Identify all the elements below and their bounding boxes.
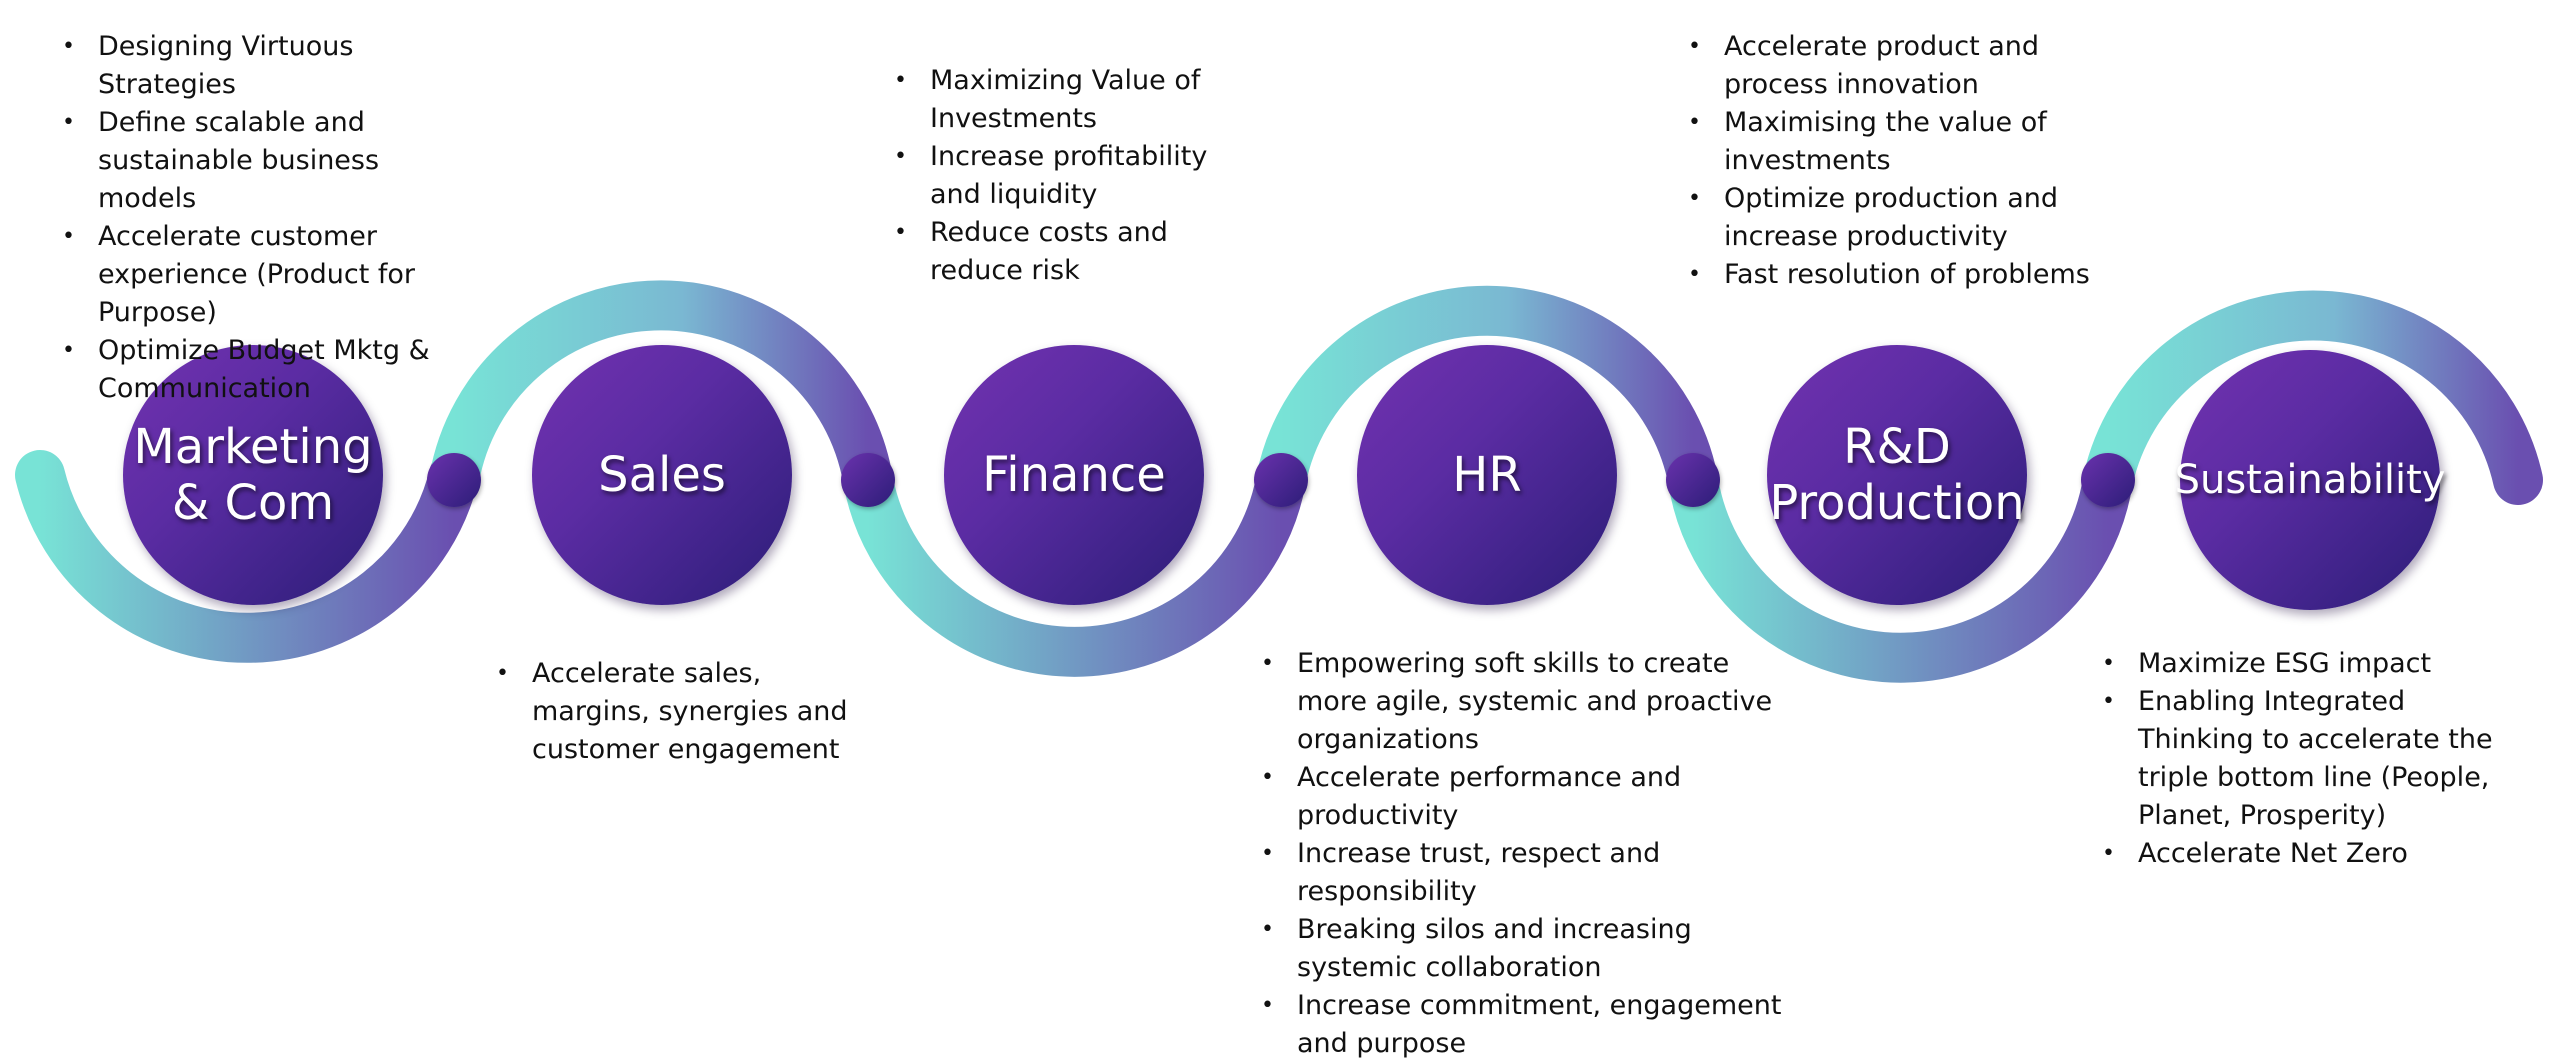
bullet-item: Maximize ESG impact <box>2102 645 2522 683</box>
wave-arc-3 <box>843 455 1306 677</box>
rd-production-bullets: Accelerate product and process innovatio… <box>1688 28 2148 294</box>
stage-circle-rd-production: R&D Production <box>1767 345 2027 605</box>
connector-dot-3 <box>1254 453 1308 507</box>
stage-label-sustainability: Sustainability <box>2174 457 2446 503</box>
wave-arc-2 <box>429 280 893 505</box>
bullet-item: Accelerate Net Zero <box>2102 835 2522 873</box>
sales-bullets: Accelerate sales, margins, synergies and… <box>496 655 886 769</box>
marketing-bullets: Designing Virtuous Strategies Define sca… <box>62 28 462 408</box>
connector-dot-4 <box>1666 453 1720 507</box>
bullet-item: Maximising the value of investments <box>1688 104 2148 180</box>
stage-label-finance: Finance <box>982 447 1166 503</box>
bullet-item: Designing Virtuous Strategies <box>62 28 462 104</box>
bullet-item: Increase profitability and liquidity <box>894 138 1264 214</box>
bullet-item: Accelerate customer experience (Product … <box>62 218 462 332</box>
stage-label-rd-production: R&D Production <box>1769 419 2025 531</box>
stage-label-hr: HR <box>1452 447 1522 503</box>
wave-arc-4 <box>1256 285 1718 505</box>
bullet-item: Breaking silos and increasing systemic c… <box>1261 911 1801 987</box>
bullet-item: Empowering soft skills to create more ag… <box>1261 645 1801 759</box>
bullet-item: Increase commitment, engagement and purp… <box>1261 987 1801 1063</box>
stage-circle-sustainability: Sustainability <box>2175 350 2445 610</box>
stage-circle-finance: Finance <box>944 345 1204 605</box>
bullet-item: Increase trust, respect and responsibili… <box>1261 835 1801 911</box>
stage-circle-hr: HR <box>1357 345 1617 605</box>
bullet-item: Define scalable and sustainable business… <box>62 104 462 218</box>
connector-dot-5 <box>2081 453 2135 507</box>
bullet-item: Accelerate product and process innovatio… <box>1688 28 2148 104</box>
bullet-item: Optimize production and increase product… <box>1688 180 2148 256</box>
stage-label-marketing: Marketing & Com <box>133 419 373 531</box>
bullet-item: Reduce costs and reduce risk <box>894 214 1264 290</box>
stage-label-sales: Sales <box>598 447 726 503</box>
bullet-item: Accelerate sales, margins, synergies and… <box>496 655 886 769</box>
bullet-item: Optimize Budget Mktg & Communication <box>62 332 462 408</box>
connector-dot-2 <box>841 453 895 507</box>
stage-circle-sales: Sales <box>532 345 792 605</box>
bullet-item: Maximizing Value of Investments <box>894 62 1264 138</box>
wave-arc-6 <box>2083 290 2543 505</box>
bullet-item: Accelerate performance and productivity <box>1261 759 1801 835</box>
wave-arc-1 <box>15 450 479 663</box>
sustainability-bullets: Maximize ESG impact Enabling Integrated … <box>2102 645 2522 873</box>
wave-arc-5 <box>1668 455 2133 683</box>
hr-bullets: Empowering soft skills to create more ag… <box>1261 645 1801 1063</box>
bullet-item: Fast resolution of problems <box>1688 256 2148 294</box>
bullet-item: Enabling Integrated Thinking to accelera… <box>2102 683 2522 835</box>
finance-bullets: Maximizing Value of Investments Increase… <box>894 62 1264 290</box>
connector-dot-1 <box>427 453 481 507</box>
